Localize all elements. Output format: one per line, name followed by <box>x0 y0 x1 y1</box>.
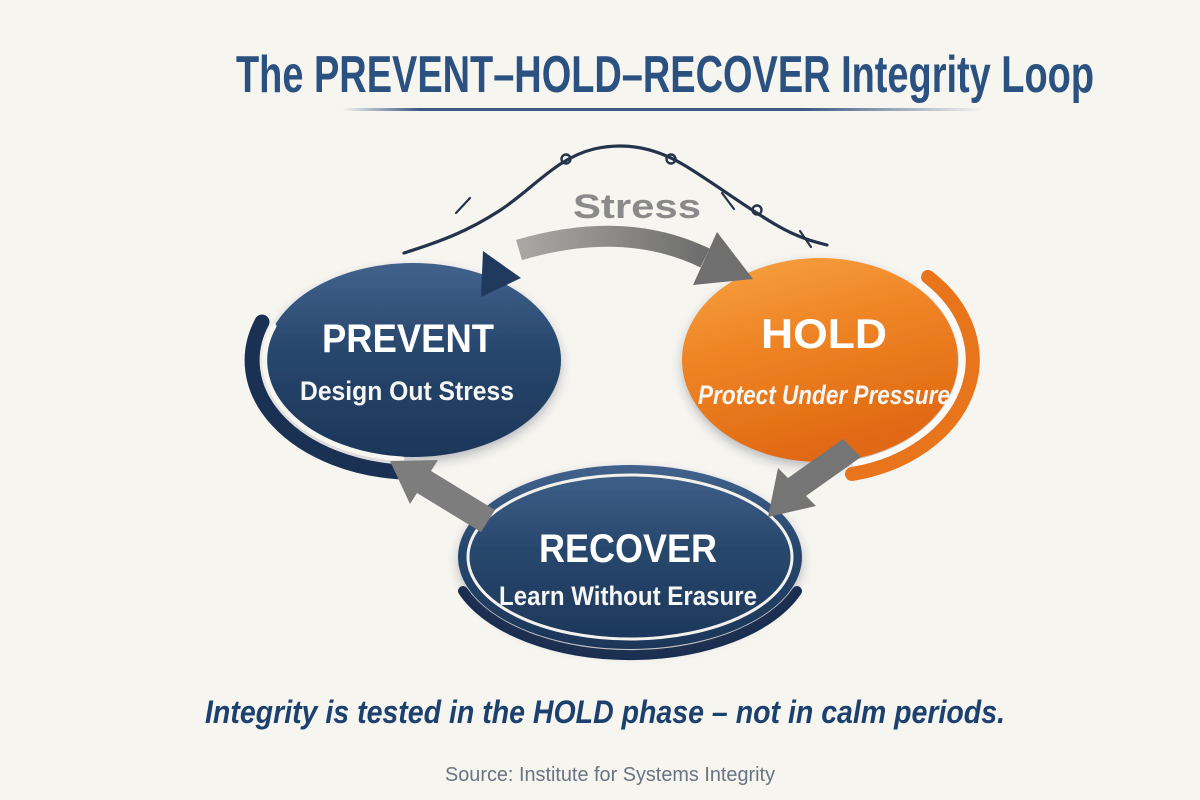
stress-curve <box>402 144 829 255</box>
prevent-node: PREVENT Design Out Stress <box>244 263 561 480</box>
hold-node: HOLD Protect Under Pressure <box>682 258 980 481</box>
prevent-loop-ring <box>244 314 409 480</box>
arrow-hold-to-recover <box>768 439 861 517</box>
recover-subtitle: Learn Without Erasure <box>499 581 757 611</box>
prevent-label: PREVENT <box>322 317 494 361</box>
tagline: Integrity is tested in the HOLD phase – … <box>205 694 1005 730</box>
recover-label: RECOVER <box>539 527 717 571</box>
stress-label: Stress <box>573 188 701 226</box>
title-underline <box>342 108 984 111</box>
arrow-prevent-to-hold <box>516 225 753 285</box>
page-title: The PREVENT–HOLD–RECOVER Integrity Loop <box>236 46 1094 104</box>
recover-depth-ring <box>458 586 802 661</box>
arrow-recover-to-prevent <box>390 460 495 532</box>
prevent-subtitle: Design Out Stress <box>300 376 514 406</box>
recover-inner-ring <box>466 473 794 641</box>
loop-arrowhead-icon <box>481 251 521 297</box>
hold-rim-highlight <box>852 279 968 469</box>
source-note: Source: Institute for Systems Integrity <box>445 764 775 786</box>
hold-subtitle: Protect Under Pressure <box>698 380 950 410</box>
hold-label: HOLD <box>761 310 887 357</box>
recover-node: RECOVER Learn Without Erasure <box>458 465 802 661</box>
prevent-rim-highlight <box>262 323 405 462</box>
hold-loop-ring <box>845 270 980 481</box>
arrowhead-to-hold-icon <box>693 232 753 285</box>
